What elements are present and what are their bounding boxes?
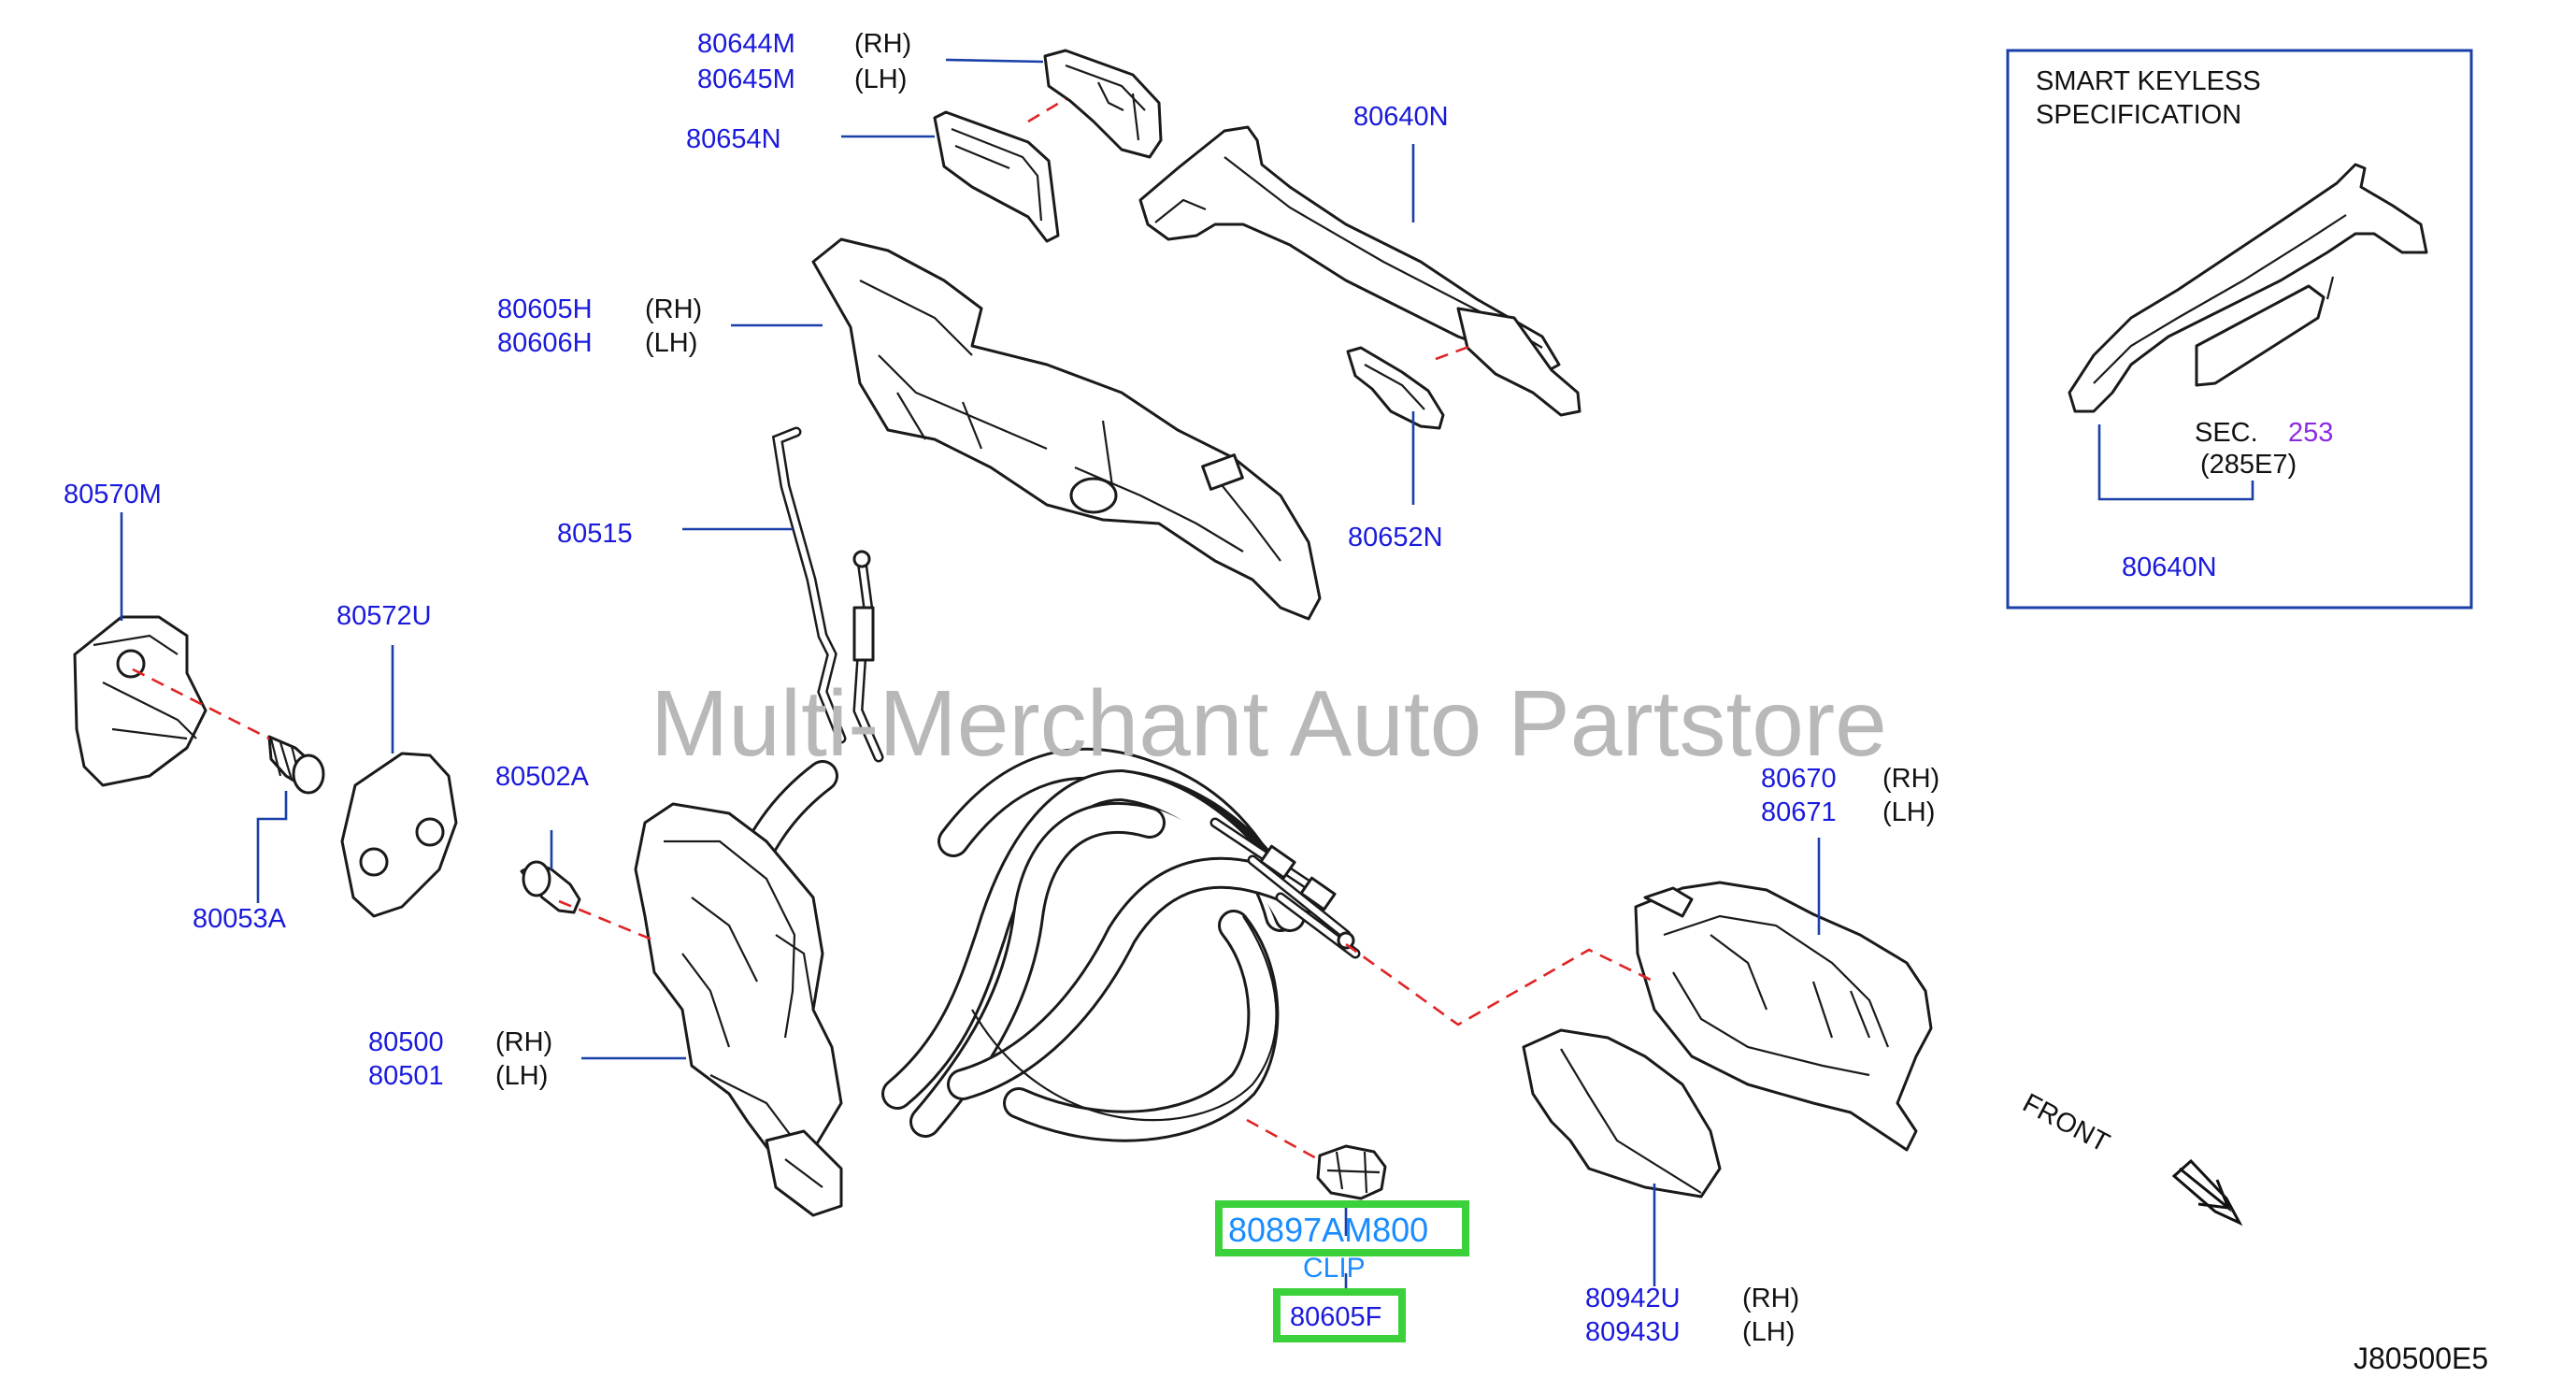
label-80570M: 80570M — [64, 480, 162, 509]
label-80654N: 80654N — [686, 124, 781, 154]
bolt-80502A — [520, 860, 581, 914]
gasket-80652N — [1346, 346, 1445, 430]
inset-box — [2006, 49, 2473, 610]
side-80501: (LH) — [495, 1061, 548, 1091]
label-80640N: 80640N — [1353, 102, 1449, 132]
label-80942U: 80942U — [1585, 1284, 1681, 1313]
inside-handle-80670 — [1634, 881, 1933, 1152]
label-80652N: 80652N — [1348, 523, 1443, 552]
outside-handle-80640N — [1138, 125, 1581, 417]
red-dash-connectors — [132, 97, 1655, 1161]
label-80644M: 80644M — [697, 29, 795, 59]
highlight-80897AM800 — [1215, 1200, 1469, 1256]
clip-80897AM800 — [1316, 1144, 1387, 1200]
label-80572U: 80572U — [336, 601, 432, 631]
label-80943U: 80943U — [1585, 1317, 1681, 1347]
gasket-80654N — [933, 110, 1060, 243]
label-80606H: 80606H — [497, 328, 593, 358]
label-80501: 80501 — [368, 1061, 444, 1091]
label-80671: 80671 — [1761, 797, 1837, 827]
front-label: FRONT — [2018, 1088, 2114, 1158]
side-80671: (LH) — [1882, 797, 1935, 827]
inset-handle-80640N — [2068, 163, 2428, 413]
side-80645M: (LH) — [854, 65, 907, 94]
label-80502A: 80502A — [495, 762, 590, 792]
label-80605H: 80605H — [497, 294, 593, 324]
side-80670: (RH) — [1882, 764, 1939, 794]
label-80670: 80670 — [1761, 764, 1837, 794]
inset-part-80640N: 80640N — [2122, 552, 2217, 582]
label-80897AM800[interactable]: 80897AM800 — [1228, 1211, 1428, 1249]
label-80645M: 80645M — [697, 65, 795, 94]
side-80644M: (RH) — [854, 29, 911, 59]
side-80606H: (LH) — [645, 328, 697, 358]
striker-80570M — [73, 615, 208, 787]
watermark: Multi-Merchant Auto Partstore — [651, 671, 1887, 776]
side-80500: (RH) — [495, 1027, 552, 1057]
label-80500: 80500 — [368, 1027, 444, 1057]
label-80515: 80515 — [557, 519, 633, 549]
inset-sec-sub: (285E7) — [2200, 450, 2297, 480]
door-lock-80500 — [634, 802, 843, 1217]
label-clip: CLIP — [1303, 1253, 1366, 1284]
screw-80053A — [267, 735, 325, 795]
side-80942U: (RH) — [1742, 1284, 1799, 1313]
handle-escutcheon-80644M — [1043, 49, 1163, 159]
inset-title-line2: SPECIFICATION — [2036, 100, 2241, 130]
inset-sec-label: SEC. — [2195, 418, 2258, 448]
inset-sec-number: 253 — [2288, 418, 2333, 448]
side-80943U: (LH) — [1742, 1317, 1795, 1347]
highlight-80605F — [1273, 1288, 1406, 1342]
front-arrow-icon — [2171, 1158, 2243, 1227]
label-80053A: 80053A — [193, 904, 287, 934]
lock-cable-end — [852, 550, 884, 763]
diagram-code: J80500E5 — [2354, 1342, 2488, 1375]
label-80605F[interactable]: 80605F — [1290, 1302, 1381, 1332]
rod-80515 — [771, 426, 847, 744]
leader-lines — [120, 58, 2254, 1292]
escutcheon-80942U — [1522, 1028, 1722, 1198]
side-80605H: (RH) — [645, 294, 702, 324]
handle-frame-80605H — [811, 237, 1322, 621]
spacer-80572U — [340, 752, 458, 918]
inset-title-line1: SMART KEYLESS — [2036, 66, 2261, 96]
